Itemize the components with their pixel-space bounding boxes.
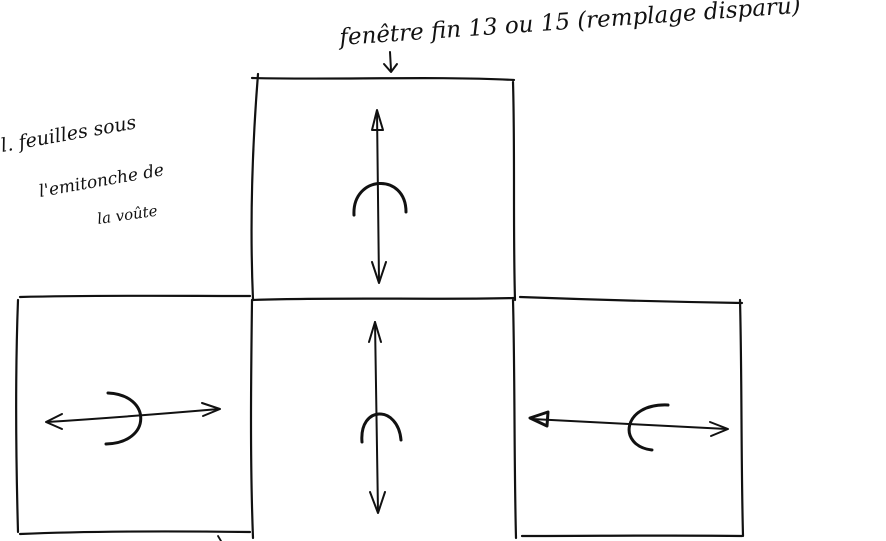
arrowhead-down-icon (371, 261, 387, 284)
arch-icon (104, 391, 143, 446)
side-annotation: l. feuilles sous l'emitonche de la voûte (0, 111, 166, 228)
arrowhead-up-icon (371, 109, 384, 131)
panel-top-center (250, 72, 517, 302)
panel-top-center-arrow (376, 111, 380, 283)
panel-left-arrow (46, 408, 220, 423)
panel-middle-center-frame (249, 296, 518, 540)
bottom-line (18, 530, 744, 538)
pointer-arrow (383, 51, 398, 73)
panel-right-frame (518, 295, 745, 538)
panel-middle-center (249, 296, 518, 540)
arrowhead-left-icon (45, 413, 63, 430)
bottom-tick (217, 535, 222, 541)
side-annotation-line-2: l'emitonche de (37, 160, 165, 202)
arch-icon (627, 403, 670, 452)
arrowhead-up-icon (368, 321, 382, 343)
panel-top-center-frame (250, 72, 517, 302)
side-annotation-line-3: la voûte (96, 202, 159, 228)
arrowhead-left-icon (528, 410, 550, 428)
panel-right (518, 295, 745, 538)
arch-icon (360, 412, 403, 444)
top-annotation: fenêtre fin 13 ou 15 (remplage disparu) (337, 0, 802, 51)
panel-left (15, 294, 252, 534)
arrowhead-right-icon (201, 402, 221, 417)
side-annotation-line-1: l. feuilles sous (0, 111, 138, 157)
panel-middle-center-arrow (374, 321, 379, 513)
arch-icon (352, 182, 408, 217)
arrowhead-right-icon (709, 421, 729, 437)
panel-left-frame (15, 294, 252, 534)
arrowhead-down-icon (369, 491, 386, 514)
